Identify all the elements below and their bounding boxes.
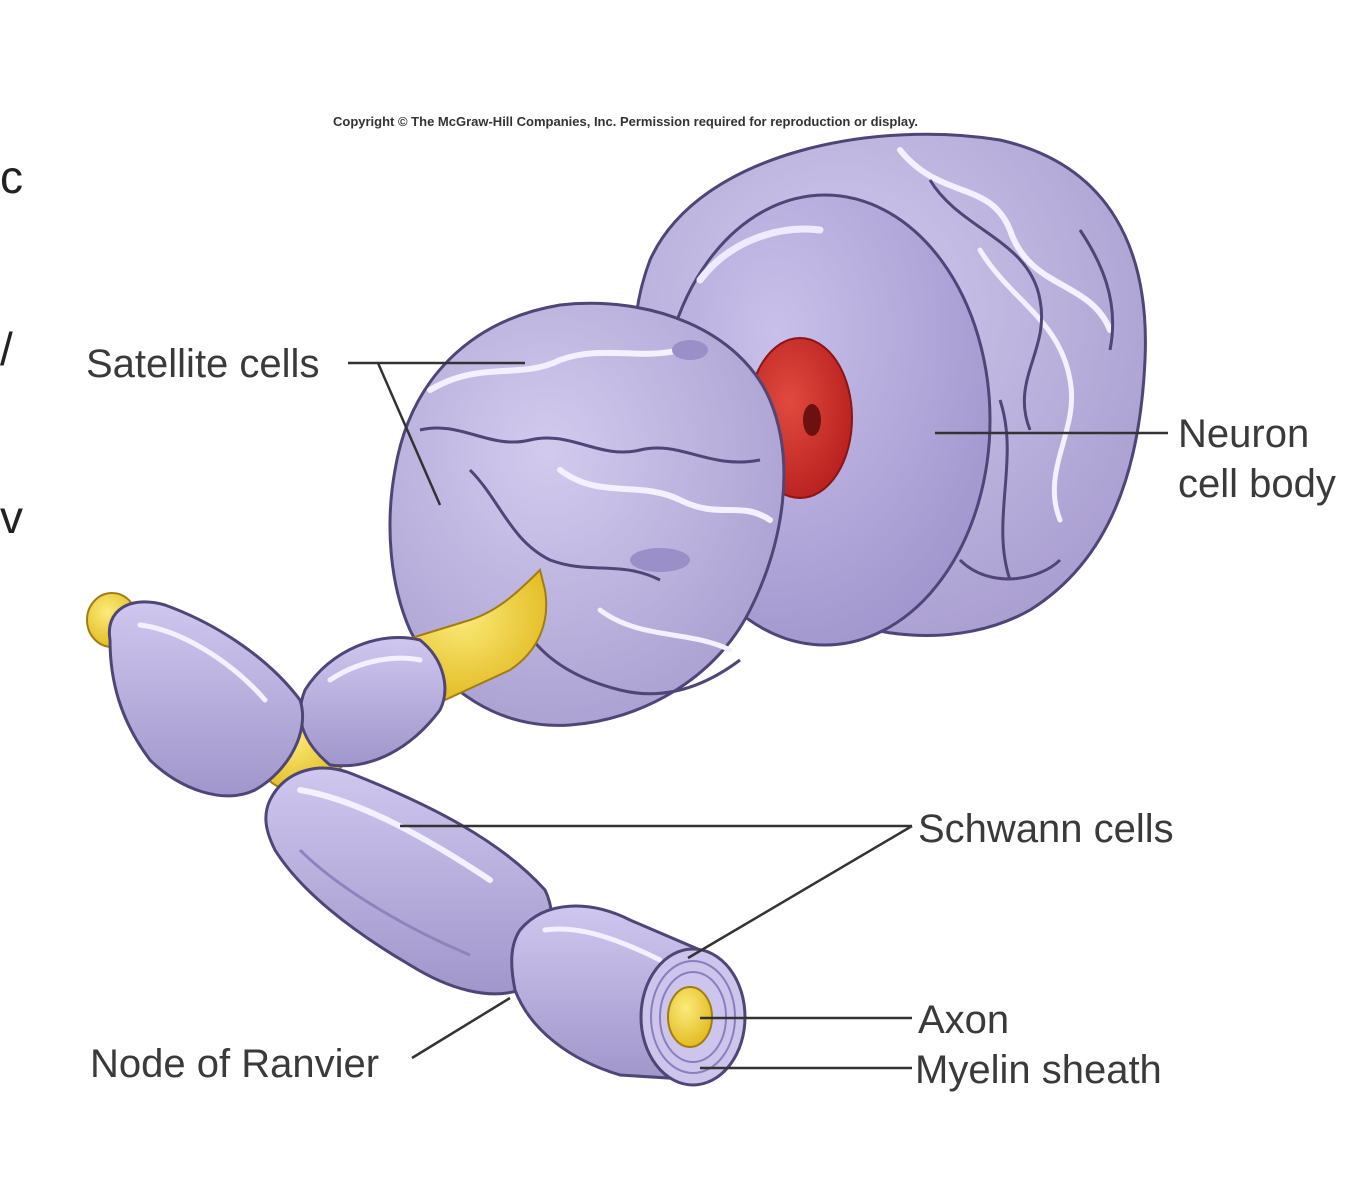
cropped-edge-glyph-1: c — [0, 151, 23, 203]
label-node-of-ranvier: Node of Ranvier — [90, 1042, 380, 1086]
label-satellite-cells: Satellite cells — [86, 342, 320, 386]
schwann-cell-segments — [107, 600, 747, 1087]
cropped-edge-glyph-2: / — [0, 323, 13, 375]
label-axon: Axon — [918, 998, 1010, 1042]
leader-satellite-2 — [376, 362, 442, 506]
leader-schwann-2 — [687, 824, 913, 960]
copyright-notice: Copyright © The McGraw-Hill Companies, I… — [333, 114, 919, 129]
label-neuron: Neuron — [1178, 412, 1310, 456]
cropped-edge-glyph-3: v — [0, 491, 23, 543]
label-myelin-sheath: Myelin sheath — [915, 1048, 1162, 1092]
label-cell-body: cell body — [1178, 462, 1336, 506]
leader-node — [411, 996, 511, 1060]
leader-lines — [348, 361, 1168, 1070]
label-schwann-cells: Schwann cells — [918, 807, 1174, 851]
nucleolus — [803, 404, 821, 436]
